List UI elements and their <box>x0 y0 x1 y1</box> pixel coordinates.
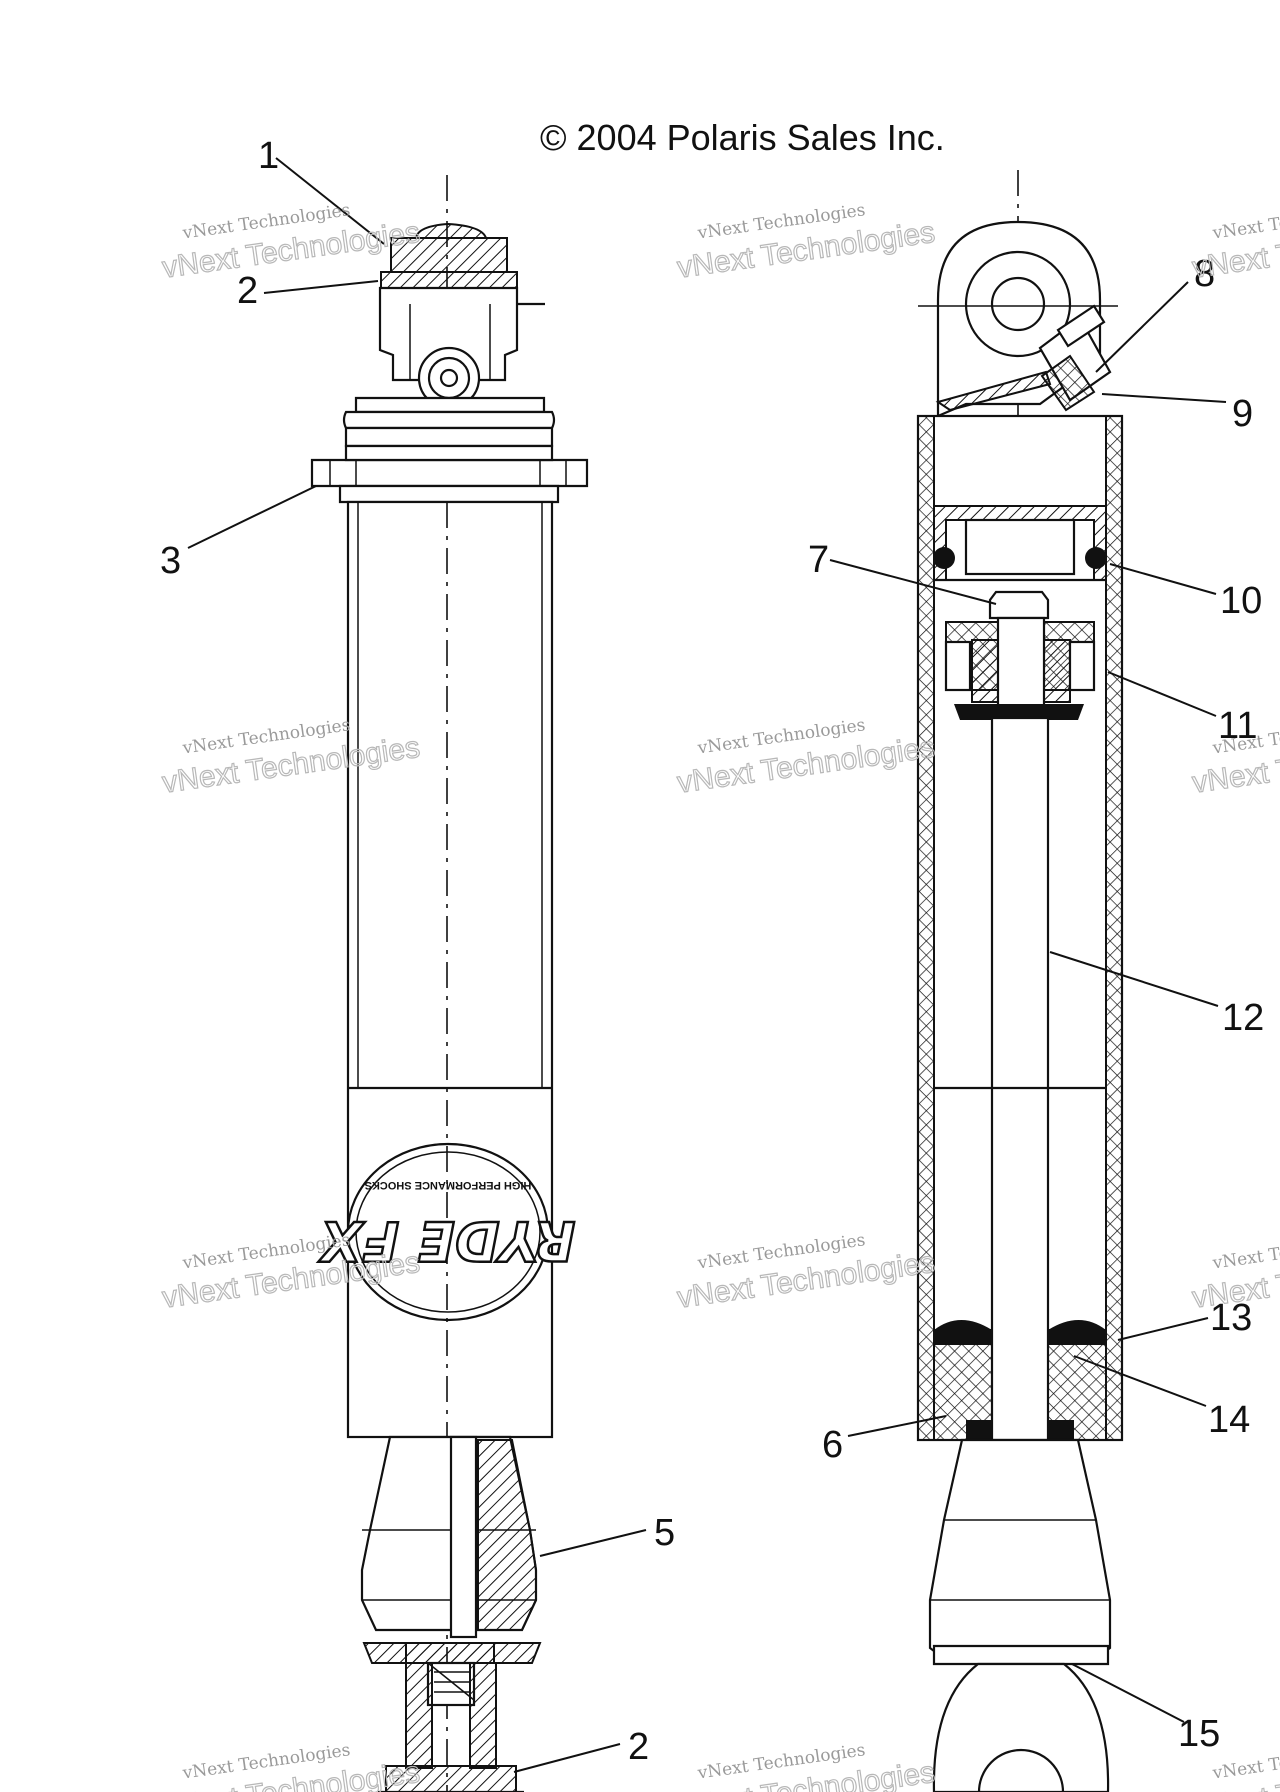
callout-2-top: 2 <box>237 270 258 312</box>
svg-text:vNext Technologies: vNext Technologies <box>1211 1230 1280 1273</box>
adjuster-nut <box>310 458 589 488</box>
svg-text:vNext Technologies: vNext Technologies <box>1211 200 1280 243</box>
lower-eye <box>928 1438 1112 1662</box>
shock-body <box>346 500 554 1439</box>
callout-13: 13 <box>1210 1297 1252 1339</box>
watermark-tile: vNext Technologies vNext Technologies <box>675 715 938 800</box>
copyright-text: © 2004 Polaris Sales Inc. <box>540 117 945 158</box>
watermark-tile: vNext Technologies vNext Technologies <box>1190 1230 1280 1315</box>
callout-3: 3 <box>160 540 181 582</box>
callout-15: 15 <box>1178 1713 1220 1755</box>
logo-tagline: HIGH PERFORMANCE SHOCKS <box>365 1179 532 1191</box>
callout-8: 8 <box>1194 253 1215 295</box>
callout-11: 11 <box>1218 705 1257 747</box>
left-shock-exterior: HIGH PERFORMANCE SHOCKS RYDE FX <box>310 175 589 1792</box>
callout-10: 10 <box>1220 580 1262 622</box>
watermark-tile: vNext Technologies vNext Technologies <box>675 1740 938 1792</box>
callout-12: 12 <box>1222 997 1264 1039</box>
main-piston <box>944 590 1096 720</box>
callout-5: 5 <box>654 1512 675 1554</box>
callout-9: 9 <box>1232 393 1253 435</box>
shaft <box>990 716 1050 1442</box>
watermark-tile: vNext Technologies vNext Technologies <box>675 1230 938 1315</box>
top-knob <box>414 222 488 239</box>
callout-2-bottom: 2 <box>628 1726 649 1768</box>
svg-text:vNext Technologies: vNext Technologies <box>1211 1740 1280 1783</box>
callouts: 1 2 3 5 2 7 8 9 10 11 12 13 14 6 15 <box>160 135 1264 1773</box>
callout-14: 14 <box>1208 1399 1250 1441</box>
callout-7: 7 <box>808 539 829 581</box>
washer-top <box>380 271 518 289</box>
right-shock-section <box>916 170 1124 1792</box>
watermark-tile: vNext Technologies vNext Technologies <box>160 200 423 285</box>
top-clevis <box>378 286 519 382</box>
logo-brand: RYDE FX <box>318 1209 575 1272</box>
watermark-tile: vNext Technologies vNext Technologies <box>675 200 938 285</box>
watermark-tile: vNext Technologies vNext Technologies <box>160 1740 423 1792</box>
body-logo: HIGH PERFORMANCE SHOCKS RYDE FX <box>317 1142 577 1322</box>
callout-1: 1 <box>258 135 279 177</box>
watermark-tile: vNext Technologies vNext Technologies <box>1190 200 1280 285</box>
valve <box>935 304 1112 412</box>
callout-6: 6 <box>822 1424 843 1466</box>
